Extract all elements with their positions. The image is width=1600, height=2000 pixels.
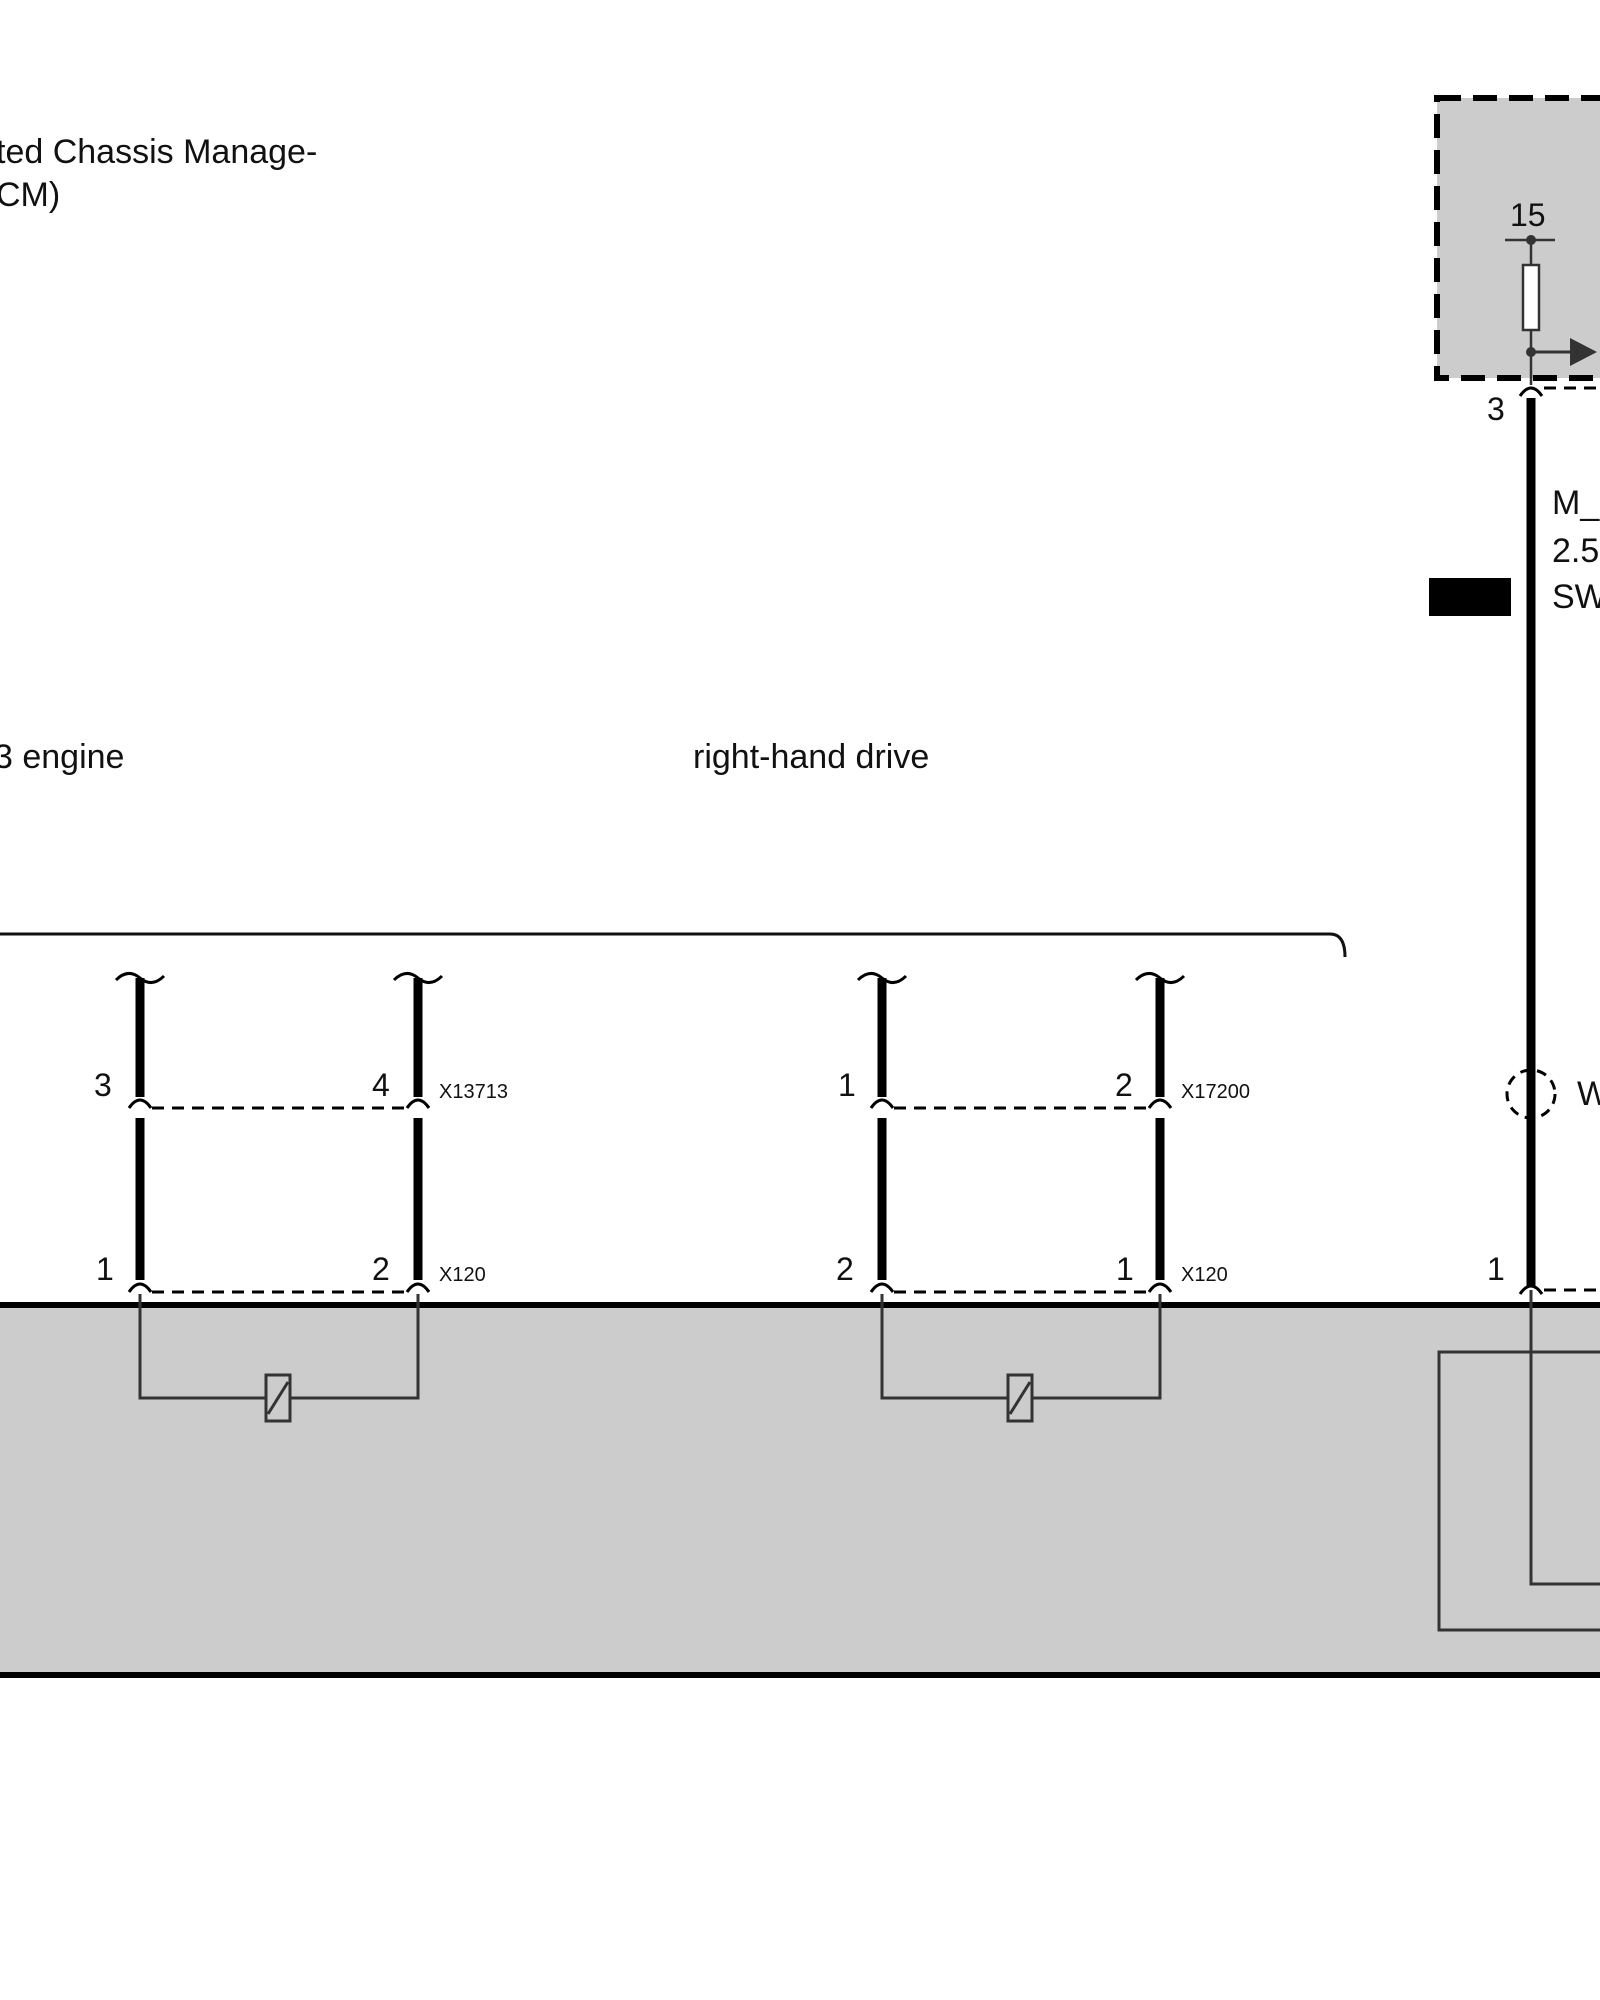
wire-signal-label: M_ <box>1552 484 1600 522</box>
component-title-line1: ted Chassis Manage- <box>0 133 317 171</box>
connector-id-label: X13713 <box>439 1081 508 1103</box>
shield-label: W <box>1577 1075 1600 1113</box>
variant-label-left: 3 engine <box>0 738 124 776</box>
variant-bracket <box>0 932 1347 958</box>
connector-pin-label: 3 <box>94 1067 112 1103</box>
module-pin-3 <box>1518 386 1544 397</box>
module-pin-3-label: 3 <box>1487 391 1505 427</box>
component-title-line2: CM) <box>0 176 60 214</box>
resistor-icon <box>1521 263 1541 332</box>
right-variant-circuit: 1 2 X17200 2 1 X120 <box>836 972 1250 1423</box>
connector-pin-label: 1 <box>838 1067 856 1103</box>
wire-gauge-label: 2.5 <box>1552 532 1599 570</box>
connector-id-label: X17200 <box>1181 1081 1250 1103</box>
wire-color-label: SW <box>1552 578 1600 616</box>
connector-pin-label: 2 <box>372 1251 390 1287</box>
control-unit-housing <box>0 1302 1600 1678</box>
connector-pin-label: 4 <box>372 1067 390 1103</box>
control-unit-pin-1 <box>1518 1284 1544 1295</box>
connector-pin-label: 1 <box>96 1251 114 1287</box>
internal-signal-line <box>1529 1290 1600 1586</box>
variant-label-right: right-hand drive <box>693 738 929 776</box>
connector-pin-label: 2 <box>836 1251 854 1287</box>
connector-pin-label: 1 <box>1116 1251 1134 1287</box>
connector-id-label: X120 <box>1181 1264 1228 1286</box>
wire-marker <box>1429 578 1511 616</box>
output-arrow-icon <box>1570 338 1597 366</box>
module-housing <box>1434 95 1600 381</box>
terminal-15-label: 15 <box>1510 197 1546 233</box>
connector-pin-label: 2 <box>1115 1067 1133 1103</box>
control-unit-pin-1-label: 1 <box>1487 1251 1505 1287</box>
connector-id-label: X120 <box>439 1264 486 1286</box>
shield-icon <box>1505 1068 1557 1120</box>
internal-circuit-box <box>1437 1350 1600 1632</box>
left-variant-circuit: 3 4 X13713 1 2 X120 <box>94 972 508 1423</box>
